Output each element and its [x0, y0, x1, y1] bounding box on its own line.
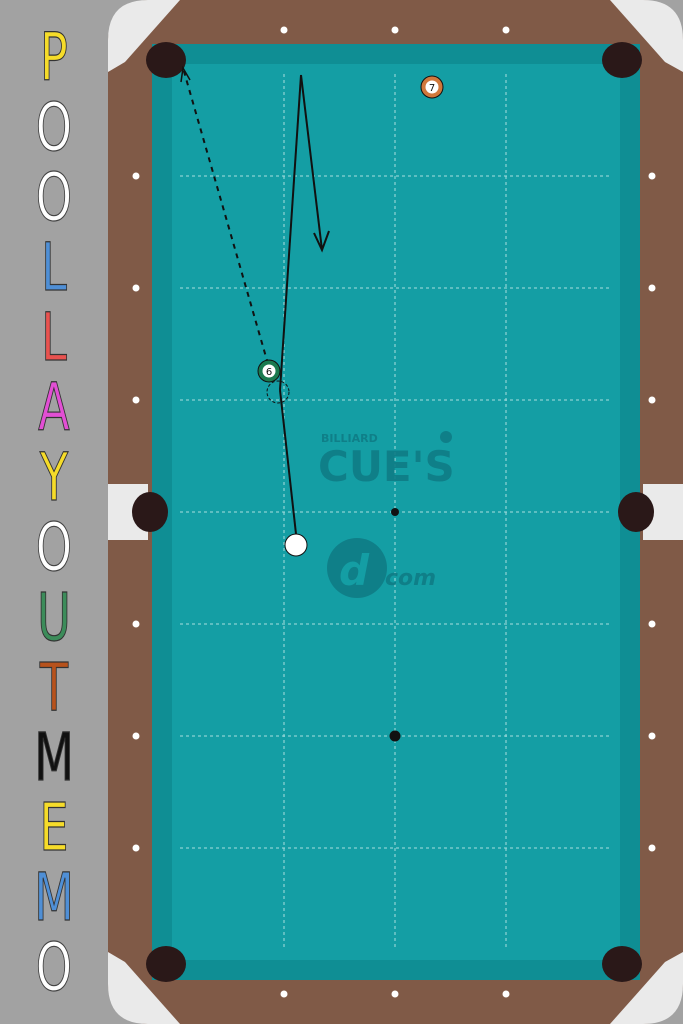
- ball-6-label-bg: [262, 364, 276, 378]
- ball-7-label: 7: [429, 83, 435, 94]
- pocket-side-right: [618, 492, 654, 532]
- diamond: [648, 844, 656, 852]
- watermark-big: CUE'S: [318, 442, 455, 491]
- pocket-bottom-left: [146, 946, 186, 982]
- title-letter: L: [41, 230, 67, 306]
- diamond: [132, 732, 140, 740]
- center-spot: [391, 508, 399, 516]
- diamond: [391, 990, 399, 998]
- ball-6[interactable]: 6: [257, 359, 281, 383]
- diamond: [648, 396, 656, 404]
- title-letter: P: [40, 20, 68, 96]
- ball-cue[interactable]: [284, 533, 308, 557]
- pocket-top-right: [602, 42, 642, 78]
- title-letter: M: [34, 860, 74, 936]
- diamond: [280, 990, 288, 998]
- watermark-small: BILLIARD: [321, 432, 378, 445]
- pocket-side-left: [132, 492, 168, 532]
- cue-ball-path-2: [279, 74, 302, 391]
- title-letter: Y: [39, 440, 68, 516]
- pocket-top-left: [146, 42, 186, 78]
- diamond: [648, 172, 656, 180]
- pockets: [132, 42, 654, 982]
- title-letter: T: [39, 650, 68, 726]
- ball-6-label: 6: [266, 367, 272, 378]
- diamond: [132, 172, 140, 180]
- diamond: [648, 284, 656, 292]
- watermark-logo-letter: d: [339, 546, 370, 595]
- title-letter: E: [39, 790, 68, 866]
- cue-ball-path-3: [300, 74, 323, 251]
- title-letter: O: [36, 90, 72, 166]
- shot-lines: [180, 65, 330, 535]
- diamond: [648, 732, 656, 740]
- title-letter: U: [37, 580, 71, 656]
- title-letter: O: [36, 160, 72, 236]
- cue-ball[interactable]: [284, 533, 308, 557]
- corner-housing-tl: [108, 0, 180, 72]
- diamond: [132, 284, 140, 292]
- pocket-bottom-right: [602, 946, 642, 982]
- ball-7-label-bg: [425, 80, 439, 94]
- corner-housing-br: [610, 952, 683, 1024]
- object-ball-arrowhead: [180, 65, 191, 83]
- cue-ball-path-1: [279, 389, 297, 535]
- title-letter: O: [36, 930, 72, 1006]
- diamond: [280, 26, 288, 34]
- diamond: [648, 620, 656, 628]
- object-ball-path: [182, 67, 269, 365]
- foot-spot: [389, 730, 401, 742]
- watermark: BILLIARD CUE'S d com: [318, 431, 455, 598]
- watermark-domain: com: [385, 566, 436, 591]
- diamond: [132, 396, 140, 404]
- ghost-ball: [266, 380, 290, 404]
- ball-7[interactable]: 7: [420, 75, 444, 99]
- cue-ball-arrowhead: [313, 230, 330, 253]
- title-letter: M: [34, 720, 74, 796]
- watermark-logo-circle: [327, 538, 387, 598]
- diamond: [132, 844, 140, 852]
- watermark-ball-icon: [440, 431, 452, 443]
- diamond: [391, 26, 399, 34]
- corner-housing-tr: [610, 0, 683, 72]
- diamonds: [132, 26, 656, 998]
- diamond: [502, 990, 510, 998]
- title-letter: L: [41, 300, 67, 376]
- title-letter: A: [38, 370, 70, 446]
- diamond: [502, 26, 510, 34]
- corner-housing-bl: [108, 952, 180, 1024]
- diamond: [132, 620, 140, 628]
- title-letter: O: [36, 510, 72, 586]
